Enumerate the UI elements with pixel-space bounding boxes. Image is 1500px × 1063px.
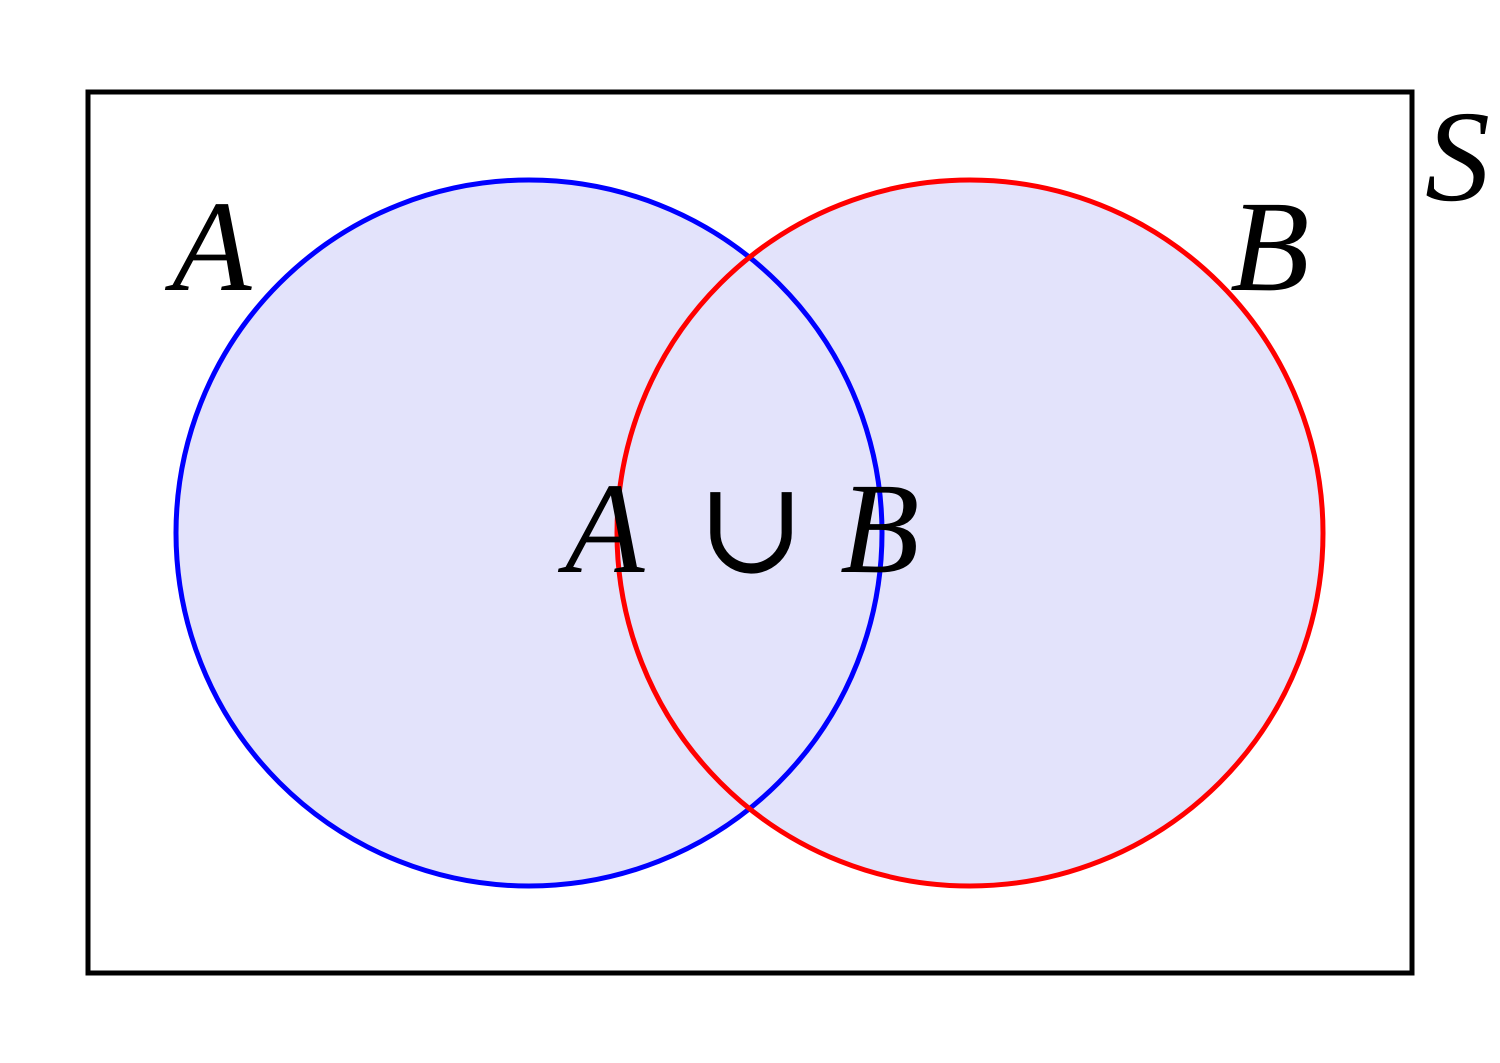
union-symbol: ∪ bbox=[697, 451, 806, 603]
set-b-circle bbox=[614, 177, 1326, 889]
universe-label: S bbox=[1425, 85, 1490, 229]
universe-frame bbox=[85, 89, 1415, 976]
union-right-operand: B bbox=[840, 457, 919, 601]
union-left-operand: A bbox=[557, 457, 645, 601]
set-a-label: A bbox=[164, 175, 252, 319]
set-a-circle bbox=[173, 177, 885, 889]
union-expression: A ∪ B bbox=[557, 451, 919, 603]
set-b-fill bbox=[617, 180, 1323, 886]
union-region bbox=[176, 180, 1323, 886]
set-b-label: B bbox=[1230, 175, 1309, 319]
